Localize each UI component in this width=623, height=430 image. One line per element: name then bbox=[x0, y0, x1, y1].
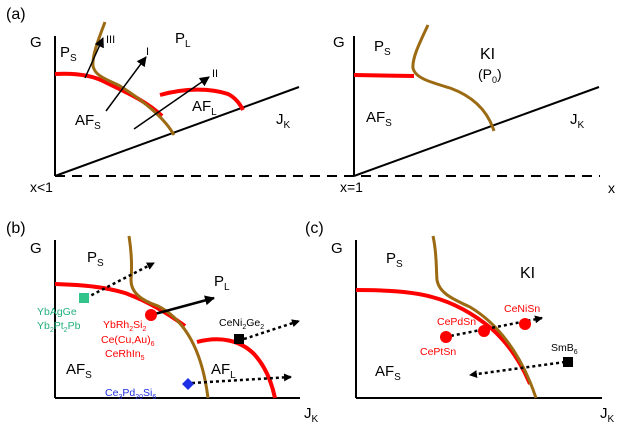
cenisn-label: CeNiSn bbox=[504, 303, 540, 315]
cerhin5-label: CeRhIn5 bbox=[105, 348, 145, 362]
trajectory-III-label: III bbox=[106, 34, 115, 46]
af-boundary-line bbox=[355, 288, 532, 385]
smb6-label: SmB6 bbox=[551, 342, 578, 356]
p0-label: (P0) bbox=[478, 66, 502, 85]
smb6-square-marker bbox=[563, 357, 573, 367]
g-axis-label: G bbox=[333, 34, 345, 51]
ybrh2si2-arrow bbox=[150, 295, 215, 317]
ce3pd20si6-label: Ce3Pd20Si6 bbox=[105, 387, 156, 401]
ps-phase-label: PS bbox=[374, 38, 391, 58]
kondo-insulator-dotted-arrow bbox=[444, 315, 543, 339]
panel-a-left: (a) G JK PS PL AFS AFL III I II x<1 bbox=[6, 6, 300, 195]
cepdsn-circle-marker bbox=[478, 325, 490, 337]
x-equals-1-label: x=1 bbox=[340, 179, 363, 195]
jk-axis-label: JK bbox=[570, 111, 585, 131]
ceni2ge2-square-marker bbox=[234, 334, 244, 344]
x-axis-label: x bbox=[608, 180, 615, 196]
panel-a-right: G JK PS KI (P0) AFS x=1 bbox=[333, 24, 600, 195]
smb6-dotted-arrow bbox=[469, 360, 566, 379]
afl-boundary-line bbox=[196, 337, 277, 399]
jk-axis-label: JK bbox=[600, 405, 615, 425]
g-axis-label: G bbox=[331, 240, 343, 257]
afs-phase-label: AFS bbox=[66, 361, 92, 381]
yb2pt2pb-label: Yb2Pt2Pb bbox=[37, 320, 81, 334]
kondo-insulator-label: KI bbox=[480, 46, 495, 63]
jk-axis-label: JK bbox=[276, 111, 291, 131]
panel-a-tag: (a) bbox=[6, 6, 26, 23]
panel-c-tag: (c) bbox=[305, 220, 324, 237]
g-axis-label: G bbox=[30, 34, 42, 51]
afl-boundary-line bbox=[159, 87, 245, 111]
cenisn-circle-marker bbox=[519, 318, 531, 330]
panel-b-tag: (b) bbox=[6, 220, 26, 237]
ceni2ge2-label: CeNi2Ge2 bbox=[219, 317, 264, 331]
ybagge-square-marker bbox=[79, 293, 89, 303]
kondo-insulator-label: KI bbox=[520, 265, 535, 282]
cecuau6-label: Ce(Cu,Au)6 bbox=[101, 334, 155, 348]
jk-axis bbox=[54, 86, 300, 177]
trajectory-I-label: I bbox=[146, 46, 149, 58]
panel-c: (c) G JK PS KI AFS CeNiSn CePdSn CePtSn … bbox=[305, 220, 615, 425]
ceni2ge2-dotted-arrow bbox=[243, 319, 300, 341]
ps-phase-label: PS bbox=[87, 249, 104, 269]
pl-phase-label: PL bbox=[214, 273, 230, 293]
afs-phase-label: AFS bbox=[366, 109, 392, 129]
ceptsn-label: CePtSn bbox=[420, 346, 456, 358]
ceptsn-circle-marker bbox=[440, 331, 452, 343]
af-boundary-line bbox=[353, 73, 415, 78]
pl-phase-label: PL bbox=[175, 30, 191, 50]
kondo-breakdown-line bbox=[127, 235, 210, 399]
afs-phase-label: AFS bbox=[75, 112, 101, 132]
cepdsn-label: CePdSn bbox=[437, 316, 476, 328]
jk-axis-label: JK bbox=[304, 405, 319, 425]
trajectory-III-arrow bbox=[84, 37, 104, 79]
trajectory-II-label: II bbox=[212, 68, 218, 80]
afl-phase-label: AFL bbox=[192, 98, 217, 118]
ce3pd20si6-dotted-arrow bbox=[191, 373, 292, 385]
kondo-breakdown-line bbox=[411, 24, 496, 132]
ce3pd20si6-diamond-marker bbox=[182, 378, 194, 390]
ybrh2si2-circle-marker bbox=[145, 309, 157, 321]
afs-phase-label: AFS bbox=[375, 363, 401, 383]
trajectory-II-arrow bbox=[133, 76, 210, 130]
ps-phase-label: PS bbox=[386, 250, 403, 270]
ps-phase-label: PS bbox=[60, 44, 77, 64]
kondo-breakdown-line bbox=[431, 235, 538, 399]
jk-axis bbox=[353, 86, 600, 177]
afl-phase-label: AFL bbox=[211, 361, 236, 381]
trajectory-I-arrow bbox=[105, 56, 147, 112]
ybagge-label: YbAgGe bbox=[37, 306, 77, 318]
g-axis-label: G bbox=[30, 240, 42, 257]
ybagge-dotted-arrow bbox=[85, 261, 155, 300]
panel-b: (b) G JK PS PL AFS AFL YbAgGe Yb2Pt2Pb Y… bbox=[6, 220, 319, 425]
x-less-than-1-label: x<1 bbox=[30, 179, 53, 195]
ybrh2si2-label: YbRh2Si2 bbox=[103, 319, 147, 333]
